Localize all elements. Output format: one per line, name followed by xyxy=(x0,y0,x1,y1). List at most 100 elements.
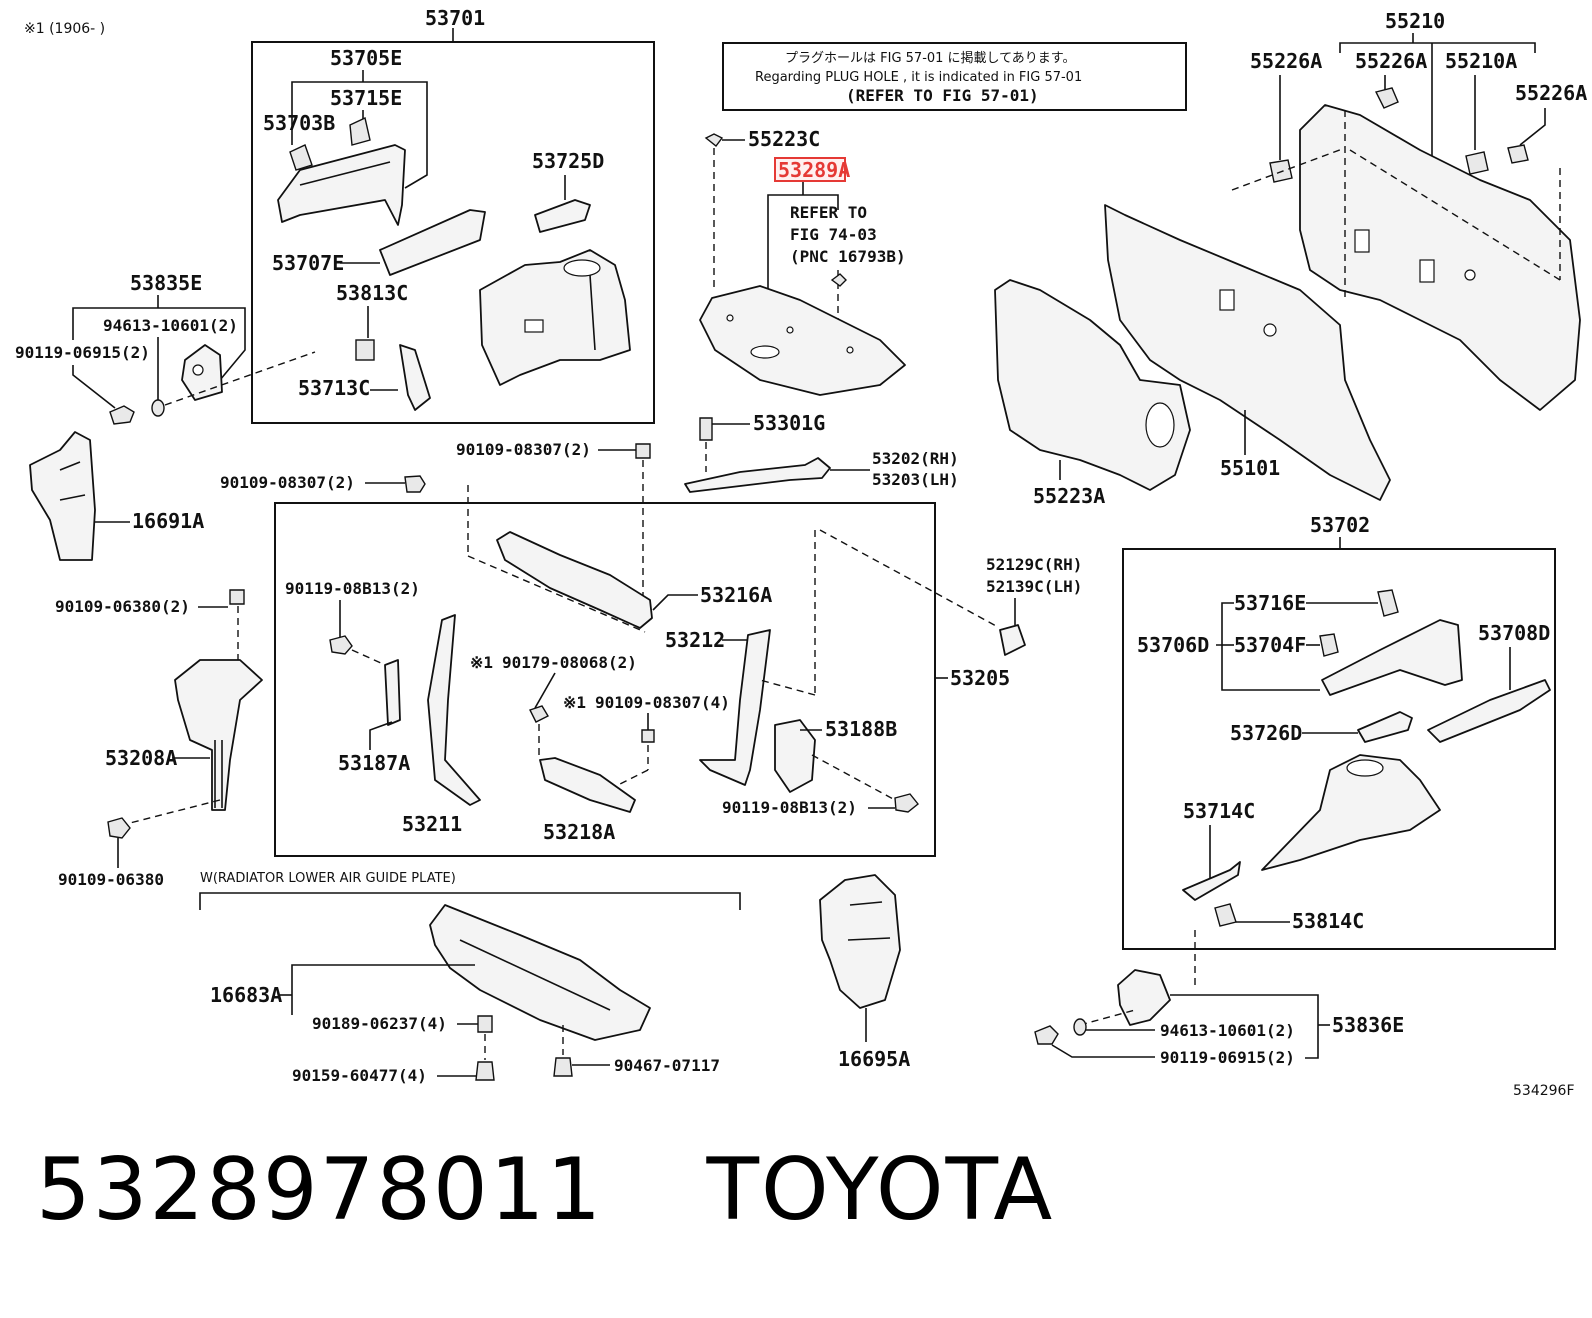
label-55226A-3[interactable]: 55226A xyxy=(1515,81,1587,105)
part-53836E-bracket[interactable] xyxy=(1117,969,1171,1026)
part-16691A-duct[interactable] xyxy=(29,431,96,561)
part-55223A-silencer[interactable] xyxy=(994,279,1191,491)
clip-55226A-1[interactable] xyxy=(1269,159,1293,183)
bolt-90119-08B13-right[interactable] xyxy=(894,793,919,813)
label-53715E[interactable]: 53715E xyxy=(330,86,402,110)
label-94613-10601-left[interactable]: 94613-10601(2) xyxy=(103,316,238,335)
part-53725D[interactable] xyxy=(534,199,591,233)
part-53726D[interactable] xyxy=(1357,711,1413,743)
label-55226A-2[interactable]: 55226A xyxy=(1355,49,1427,73)
bolt-right[interactable] xyxy=(1034,1025,1059,1045)
part-16695A-duct[interactable] xyxy=(819,874,901,1009)
label-90109-08307-mid[interactable]: 90109-08307(4) xyxy=(595,693,730,712)
part-53188B[interactable] xyxy=(774,719,816,793)
part-53708D[interactable] xyxy=(1427,679,1551,743)
label-53188B[interactable]: 53188B xyxy=(825,717,897,741)
label-53707E[interactable]: 53707E xyxy=(272,251,344,275)
label-53814C[interactable]: 53814C xyxy=(1292,909,1364,933)
label-53704F[interactable]: 53704F xyxy=(1234,633,1306,657)
label-53813C[interactable]: 53813C xyxy=(336,281,408,305)
label-53218A[interactable]: 53218A xyxy=(543,820,615,844)
part-53218A-lower-support[interactable] xyxy=(539,757,636,813)
label-53726D[interactable]: 53726D xyxy=(1230,721,1302,745)
label-90109-08307-left[interactable]: 90109-08307(2) xyxy=(220,473,355,492)
label-53187A[interactable]: 53187A xyxy=(338,751,410,775)
part-53706D-rail[interactable] xyxy=(1321,619,1463,696)
label-90109-06380[interactable]: 90109-06380 xyxy=(58,870,164,889)
label-53836E[interactable]: 53836E xyxy=(1332,1013,1404,1037)
label-53713C[interactable]: 53713C xyxy=(298,376,370,400)
label-53835E[interactable]: 53835E xyxy=(130,271,202,295)
label-53702[interactable]: 53702 xyxy=(1310,513,1370,537)
part-53713C[interactable] xyxy=(399,344,431,411)
part-53715E-bracket[interactable] xyxy=(349,116,371,146)
label-55226A-1[interactable]: 55226A xyxy=(1250,49,1322,73)
label-55101[interactable]: 55101 xyxy=(1220,456,1280,480)
clip-55210A[interactable] xyxy=(1465,151,1489,175)
bolt-left[interactable] xyxy=(109,405,135,425)
bolt-90109-08307-left[interactable] xyxy=(404,475,426,493)
bolt-90109-06380-top[interactable] xyxy=(229,589,245,605)
label-53725D[interactable]: 53725D xyxy=(532,149,604,173)
label-53208A[interactable]: 53208A xyxy=(105,746,177,770)
part-55101-dash-insulator-inner[interactable] xyxy=(1104,204,1391,501)
label-16683A[interactable]: 16683A xyxy=(210,983,282,1007)
bolt-90109-08307-top[interactable] xyxy=(635,443,651,459)
part-53707E[interactable] xyxy=(379,209,486,276)
label-90467-07117[interactable]: 90467-07117 xyxy=(614,1056,720,1075)
part-53212-side-support[interactable] xyxy=(699,629,771,786)
label-16691A[interactable]: 16691A xyxy=(132,509,204,533)
label-53203-lh[interactable]: 53203(LH) xyxy=(872,470,959,489)
label-53716E[interactable]: 53716E xyxy=(1234,591,1306,615)
label-55223C[interactable]: 55223C xyxy=(748,127,820,151)
label-90159-60477[interactable]: 90159-60477(4) xyxy=(292,1066,427,1085)
clip-90189-06237[interactable] xyxy=(477,1015,493,1033)
part-52129C[interactable] xyxy=(999,624,1026,656)
part-16683A-air-guide[interactable] xyxy=(429,904,651,1041)
label-94613-10601-right[interactable]: 94613-10601(2) xyxy=(1160,1021,1295,1040)
part-53703B-bracket[interactable] xyxy=(289,144,313,171)
label-90119-08B13-left[interactable]: 90119-08B13(2) xyxy=(285,579,420,598)
part-53202-hood-lock-support[interactable] xyxy=(684,457,831,493)
label-90189-06237[interactable]: 90189-06237(4) xyxy=(312,1014,447,1033)
label-53706D[interactable]: 53706D xyxy=(1137,633,1209,657)
clip-55226A-2[interactable] xyxy=(1374,87,1399,109)
part-53187A[interactable] xyxy=(384,659,401,726)
label-53202-rh[interactable]: 53202(RH) xyxy=(872,449,959,468)
part-wheel-apron-rh[interactable] xyxy=(479,249,631,386)
clip-90467-07117[interactable] xyxy=(553,1057,573,1077)
label-90119-06915-right[interactable]: 90119-06915(2) xyxy=(1160,1048,1295,1067)
part-53813C[interactable] xyxy=(355,339,375,361)
nut-90179-08068[interactable] xyxy=(529,705,549,723)
label-53212[interactable]: 53212 xyxy=(665,628,725,652)
label-53289A[interactable]: 53289A xyxy=(778,158,850,182)
washer-left[interactable] xyxy=(151,399,165,417)
label-16695A[interactable]: 16695A xyxy=(838,1047,910,1071)
label-53301G[interactable]: 53301G xyxy=(753,411,825,435)
part-55210-dash-insulator-outer[interactable] xyxy=(1299,104,1581,411)
clip-90159-60477[interactable] xyxy=(475,1061,495,1081)
label-53211[interactable]: 53211 xyxy=(402,812,462,836)
label-55223A[interactable]: 55223A xyxy=(1033,484,1105,508)
bolt-90119-08B13-left[interactable] xyxy=(329,635,353,655)
part-53705E-rail[interactable] xyxy=(277,144,406,226)
label-52139C-lh[interactable]: 52139C(LH) xyxy=(986,577,1082,596)
bolt-90109-08307-mid[interactable] xyxy=(641,729,655,743)
part-53704F[interactable] xyxy=(1319,633,1339,657)
label-52129C-rh[interactable]: 52129C(RH) xyxy=(986,555,1082,574)
clip-55226A-3[interactable] xyxy=(1507,144,1529,164)
part-wheel-apron-lh[interactable] xyxy=(1261,754,1441,871)
label-53701[interactable]: 53701 xyxy=(425,6,485,30)
label-90179-08068[interactable]: 90179-08068(2) xyxy=(502,653,637,672)
washer-right[interactable] xyxy=(1073,1018,1087,1036)
part-53714C[interactable] xyxy=(1182,861,1241,901)
label-55210A[interactable]: 55210A xyxy=(1445,49,1517,73)
part-53208A-bracket[interactable] xyxy=(174,659,263,811)
label-90119-08B13-right[interactable]: 90119-08B13(2) xyxy=(722,798,857,817)
label-53703B[interactable]: 53703B xyxy=(263,111,335,135)
label-90109-08307-top[interactable]: 90109-08307(2) xyxy=(456,440,591,459)
label-53708D[interactable]: 53708D xyxy=(1478,621,1550,645)
part-53216A-upper-support[interactable] xyxy=(496,531,653,629)
part-53211-side-support[interactable] xyxy=(427,614,481,806)
part-53814C[interactable] xyxy=(1214,903,1237,927)
